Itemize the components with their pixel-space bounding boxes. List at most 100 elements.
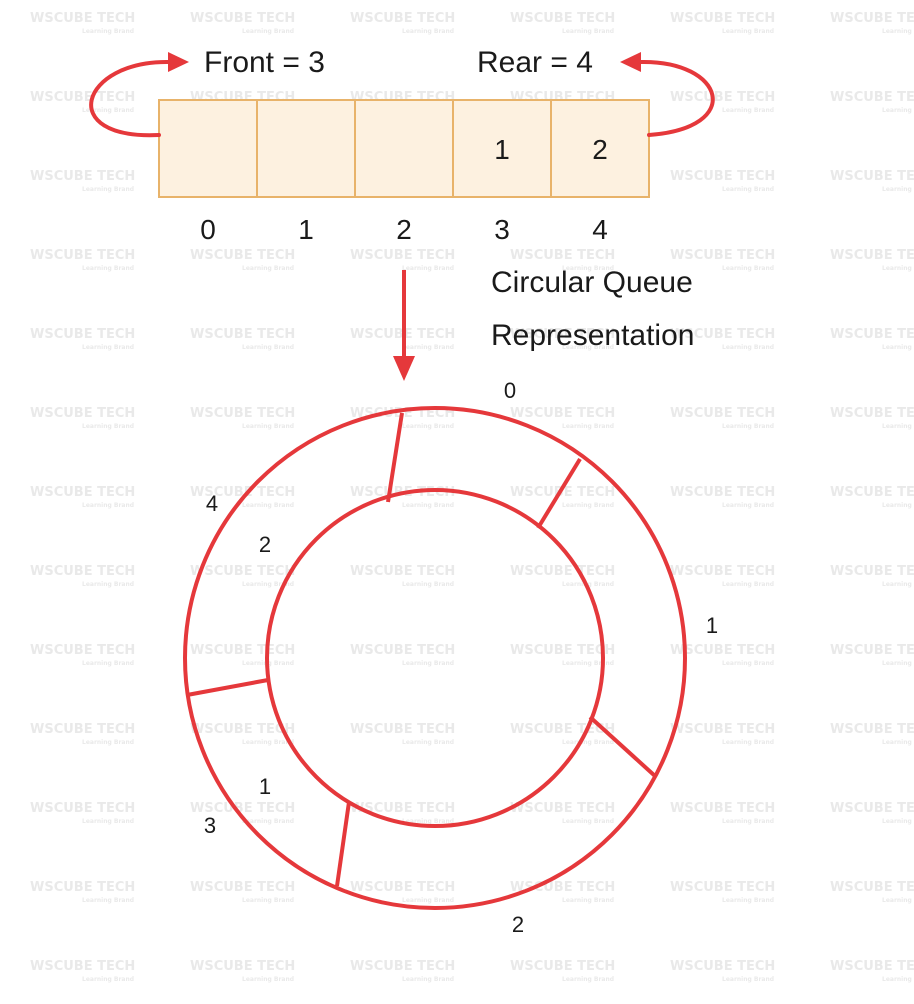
watermark-text: WSCUBE TECH — [190, 722, 295, 737]
watermark-text: WSCUBE TECH — [830, 564, 914, 579]
watermark-subtext: Learning Brand — [242, 897, 294, 904]
watermark-text: WSCUBE TECH — [510, 643, 615, 658]
watermark-subtext: Learning Brand — [882, 344, 914, 351]
watermark-subtext: Learning Brand — [882, 976, 914, 983]
watermark-text: WSCUBE TECH — [670, 248, 775, 263]
watermark-subtext: Learning Brand — [562, 344, 614, 351]
watermark-subtext: Learning Brand — [82, 581, 134, 588]
array-index-4: 4 — [592, 214, 608, 245]
watermark-subtext: Learning Brand — [882, 265, 914, 272]
watermark-subtext: Learning Brand — [402, 344, 454, 351]
watermark-text: WSCUBE TECH — [670, 406, 775, 421]
watermark-subtext: Learning Brand — [402, 976, 454, 983]
array-index-0: 0 — [200, 214, 216, 245]
array-cell-0 — [158, 99, 258, 198]
watermark-text: WSCUBE TECH — [350, 959, 455, 974]
ring-index-4: 4 — [206, 491, 218, 516]
watermark-subtext: Learning Brand — [242, 818, 294, 825]
watermark-subtext: Learning Brand — [242, 28, 294, 35]
watermark-text: WSCUBE TECH — [30, 485, 135, 500]
watermark-text: WSCUBE TECH — [350, 564, 455, 579]
watermark-subtext: Learning Brand — [82, 107, 134, 114]
watermark-text: WSCUBE TECH — [510, 801, 615, 816]
watermark-text: WSCUBE TECH — [510, 564, 615, 579]
watermark-text: WSCUBE TECH — [350, 643, 455, 658]
watermark-text: WSCUBE TECH — [830, 959, 914, 974]
watermark-text: WSCUBE TECH — [830, 90, 914, 105]
watermark-text: WSCUBE TECH — [190, 406, 295, 421]
ring-divider-bottom — [335, 801, 351, 887]
watermark-subtext: Learning Brand — [82, 897, 134, 904]
ring-index-1: 1 — [706, 613, 718, 638]
watermark-text: WSCUBE TECH — [670, 169, 775, 184]
watermark-subtext: Learning Brand — [722, 502, 774, 509]
watermark-subtext: Learning Brand — [722, 344, 774, 351]
watermark-text: WSCUBE TECH — [30, 90, 135, 105]
watermark-subtext: Learning Brand — [402, 660, 454, 667]
down-arrowhead — [393, 356, 415, 381]
watermark-subtext: Learning Brand — [722, 28, 774, 35]
watermark-subtext: Learning Brand — [402, 581, 454, 588]
ring-index-3: 3 — [204, 813, 216, 838]
watermark-subtext: Learning Brand — [882, 28, 914, 35]
ring-divider-left — [186, 678, 269, 697]
watermark-text: WSCUBE TECH — [190, 564, 295, 579]
watermark-text: WSCUBE TECH — [190, 880, 295, 895]
ring-value-1: 1 — [259, 774, 271, 799]
watermark-text: WSCUBE TECH — [830, 248, 914, 263]
watermark-subtext: Learning Brand — [882, 818, 914, 825]
circular-ring — [183, 406, 687, 910]
watermark-subtext: Learning Brand — [882, 897, 914, 904]
watermark-text: WSCUBE TECH — [510, 485, 615, 500]
array-cell-2 — [354, 99, 454, 198]
watermark-subtext: Learning Brand — [722, 581, 774, 588]
watermark-text: WSCUBE TECH — [190, 248, 295, 263]
array-cell-1 — [256, 99, 356, 198]
watermark-subtext: Learning Brand — [82, 265, 134, 272]
watermark-text: WSCUBE TECH — [670, 90, 775, 105]
watermark-subtext: Learning Brand — [82, 186, 134, 193]
watermark-text: WSCUBE TECH — [830, 11, 914, 26]
caption-line-2: Representation — [491, 319, 694, 352]
watermark-subtext: Learning Brand — [82, 818, 134, 825]
watermark-subtext: Learning Brand — [402, 423, 454, 430]
front-arrowhead — [168, 52, 189, 72]
watermark-text: WSCUBE TECH — [350, 11, 455, 26]
watermark-text: WSCUBE TECH — [830, 485, 914, 500]
ring-value-2: 2 — [259, 532, 271, 557]
rear-pointer: Rear = 4 — [477, 46, 715, 137]
watermark-subtext: Learning Brand — [82, 739, 134, 746]
watermark-subtext: Learning Brand — [82, 660, 134, 667]
front-label: Front = 3 — [204, 46, 325, 79]
watermark-subtext: Learning Brand — [882, 660, 914, 667]
watermark-text: WSCUBE TECH — [510, 327, 615, 342]
watermark-text: WSCUBE TECH — [830, 643, 914, 658]
watermark-text: WSCUBE TECH — [350, 801, 455, 816]
array-index-3: 3 — [494, 214, 510, 245]
ring-divider-top — [386, 412, 404, 503]
watermark-text: WSCUBE TECH — [510, 406, 615, 421]
watermark-subtext: Learning Brand — [402, 818, 454, 825]
watermark-text: WSCUBE TECH — [190, 485, 295, 500]
watermark-subtext: Learning Brand — [402, 265, 454, 272]
watermark-subtext: Learning Brand — [82, 28, 134, 35]
watermark-subtext: Learning Brand — [562, 265, 614, 272]
watermark-subtext: Learning Brand — [722, 186, 774, 193]
down-arrow — [393, 270, 415, 381]
watermark-subtext: Learning Brand — [242, 502, 294, 509]
watermark-subtext: Learning Brand — [882, 502, 914, 509]
watermark-text: WSCUBE TECH — [190, 643, 295, 658]
watermark-text: WSCUBE TECH — [350, 880, 455, 895]
watermark-text: WSCUBE TECH — [670, 880, 775, 895]
watermark-text: WSCUBE TECH — [350, 722, 455, 737]
watermark-subtext: Learning Brand — [242, 739, 294, 746]
watermark-subtext: Learning Brand — [242, 581, 294, 588]
watermark-text: WSCUBE TECH — [510, 11, 615, 26]
watermark-text: WSCUBE TECH — [830, 169, 914, 184]
watermark-subtext: Learning Brand — [82, 502, 134, 509]
array-cell-value-4: 2 — [592, 134, 608, 165]
front-pointer: Front = 3 — [89, 46, 325, 138]
array-cell-3 — [452, 99, 552, 198]
